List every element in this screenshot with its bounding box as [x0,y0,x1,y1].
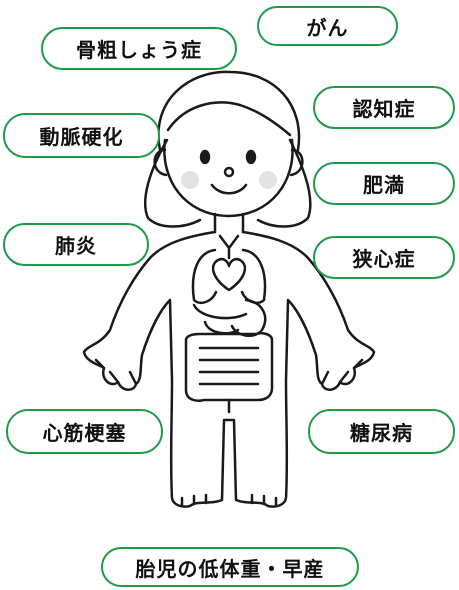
left-fingers [94,358,138,386]
label-dementia: 認知症 [313,86,455,129]
right-lung [240,248,267,304]
heart [211,257,247,292]
right-cheek [259,171,277,189]
mouth [210,183,248,195]
large-intestine [184,332,274,402]
right-fingers [320,358,364,386]
neck [213,212,245,234]
label-angina: 狭心症 [313,236,455,279]
label-myocardial-infarction: 心筋梗塞 [6,409,163,454]
nose [223,166,235,178]
label-cancer: がん [257,6,398,46]
label-osteoporosis: 骨粗しょう症 [41,27,237,70]
left-ear [153,148,168,177]
left-lung [191,248,218,304]
label-obesity: 肥満 [313,162,455,205]
face-outline [163,138,294,218]
label-fetal-low-birthweight: 胎児の低体重・早産 [101,547,359,587]
right-ear [289,148,304,177]
label-pneumonia: 肺炎 [3,223,149,266]
label-diabetes: 糖尿病 [308,409,455,454]
liver [192,303,248,320]
trachea [218,234,240,260]
right-toes [250,493,278,508]
small-intestine [198,346,260,386]
right-eye [245,149,257,165]
label-arteriosclerosis: 動脈硬化 [3,113,160,158]
left-eye [199,149,211,165]
left-toes [180,493,208,508]
body-outline [82,230,376,508]
hair-outline [157,70,301,152]
hair-fringe [166,101,292,137]
left-cheek [181,171,199,189]
